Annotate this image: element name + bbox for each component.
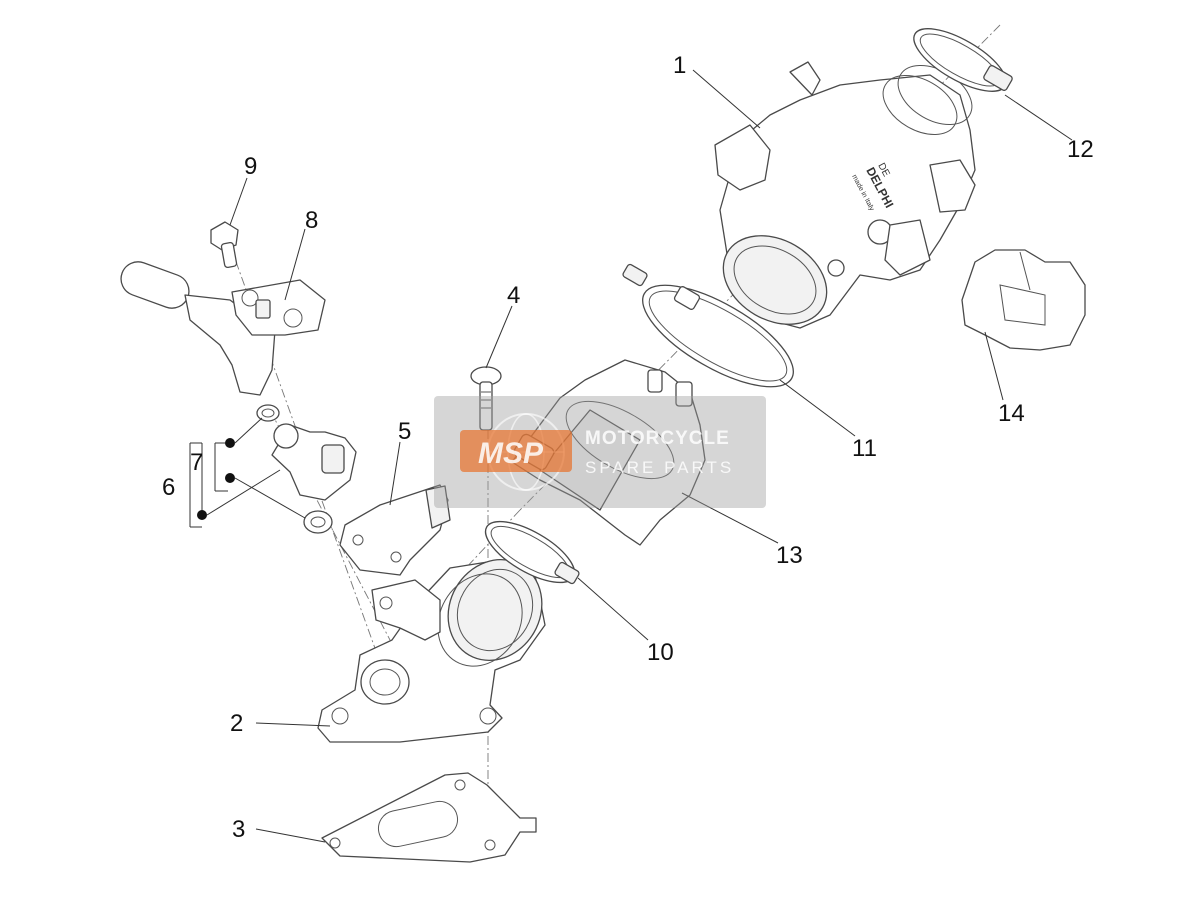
- callout-2: 2: [230, 710, 243, 737]
- callout-13: 13: [776, 542, 803, 569]
- callout-4: 4: [507, 282, 520, 309]
- callout-group-bracket: [189, 417, 306, 528]
- screw-part[interactable]: [470, 366, 502, 431]
- clamp-upper-part[interactable]: [622, 263, 808, 406]
- callout-12: 12: [1067, 136, 1094, 163]
- callout-10: 10: [647, 639, 674, 666]
- callout-8: 8: [305, 207, 318, 234]
- callout-7: 7: [190, 449, 203, 476]
- clamp-lower-part[interactable]: [477, 510, 584, 595]
- watermark-line2: SPARE PARTS: [585, 458, 734, 477]
- gasket-part[interactable]: [321, 772, 537, 863]
- watermark-line1: MOTORCYCLE: [585, 428, 730, 449]
- callout-dot-injector: [197, 510, 207, 520]
- watermark: MSP MOTORCYCLE SPARE PARTS: [434, 396, 766, 508]
- sensor-cover-part[interactable]: [961, 249, 1086, 351]
- callout-3: 3: [232, 816, 245, 843]
- callout-6: 6: [162, 474, 175, 501]
- bolt-part[interactable]: [210, 221, 239, 269]
- intake-manifold-part[interactable]: [317, 542, 560, 743]
- injector-holder-part[interactable]: [116, 257, 326, 396]
- callout-5: 5: [398, 418, 411, 445]
- watermark-logo-text: MSP: [478, 437, 544, 470]
- callout-11: 11: [852, 435, 877, 462]
- callout-numbers: 1 2 3 4 5 6 7 8 9 10 11 12 13 14: [162, 52, 1094, 843]
- callout-1: 1: [673, 52, 686, 79]
- watermark-logo-badge: [460, 430, 572, 472]
- leader-lines: [229, 69, 1073, 843]
- bracket-part[interactable]: [339, 484, 451, 576]
- clamp-top-part[interactable]: [905, 17, 1015, 104]
- callout-14: 14: [998, 400, 1025, 427]
- callout-9: 9: [244, 153, 257, 180]
- throttle-body-part[interactable]: DE DELPHI made in Italy: [707, 53, 982, 342]
- injector-part[interactable]: [256, 404, 357, 534]
- callout-dot-seal: [225, 438, 235, 448]
- callout-dot-seal-2: [225, 473, 235, 483]
